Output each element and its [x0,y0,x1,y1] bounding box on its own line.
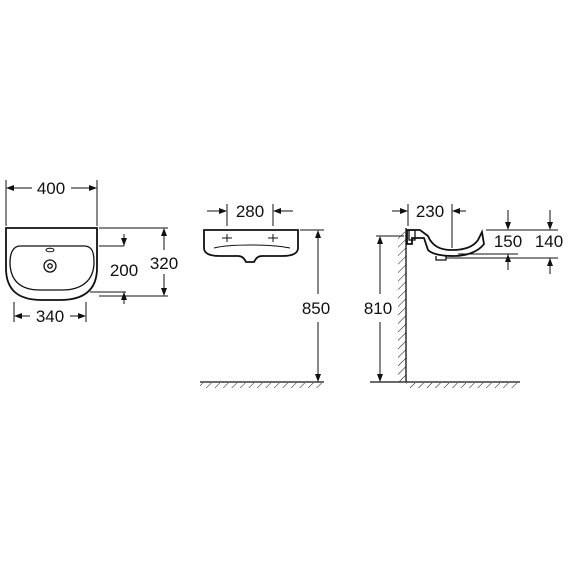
dim-rim-height: 850 [302,299,330,318]
dim-tap-spacing: 280 [236,202,264,221]
basin-front-outline [203,229,299,263]
dim-overall-depth: 320 [150,254,178,273]
wall [398,232,406,382]
tap-hole [45,247,55,253]
front-view: 280 850 [200,202,330,388]
side-view: 230 810 150 140 [364,202,563,388]
dim-top-width: 400 [37,179,65,198]
wall-bracket [408,229,416,241]
dim-bowl-depth: 200 [110,261,138,280]
dim-bowl-height: 140 [535,232,563,251]
drain-icon [43,259,57,273]
dim-waste-height: 810 [364,299,392,318]
dim-wall-depth: 230 [416,202,444,221]
basin-side-profile [406,229,485,257]
dim-drain-offset: 150 [494,232,522,251]
basin-plan-outline [5,227,98,301]
plan-view: 400 340 200 320 [5,179,178,326]
dim-bowl-width: 340 [36,307,64,326]
basin-plan-bowl [9,245,95,291]
